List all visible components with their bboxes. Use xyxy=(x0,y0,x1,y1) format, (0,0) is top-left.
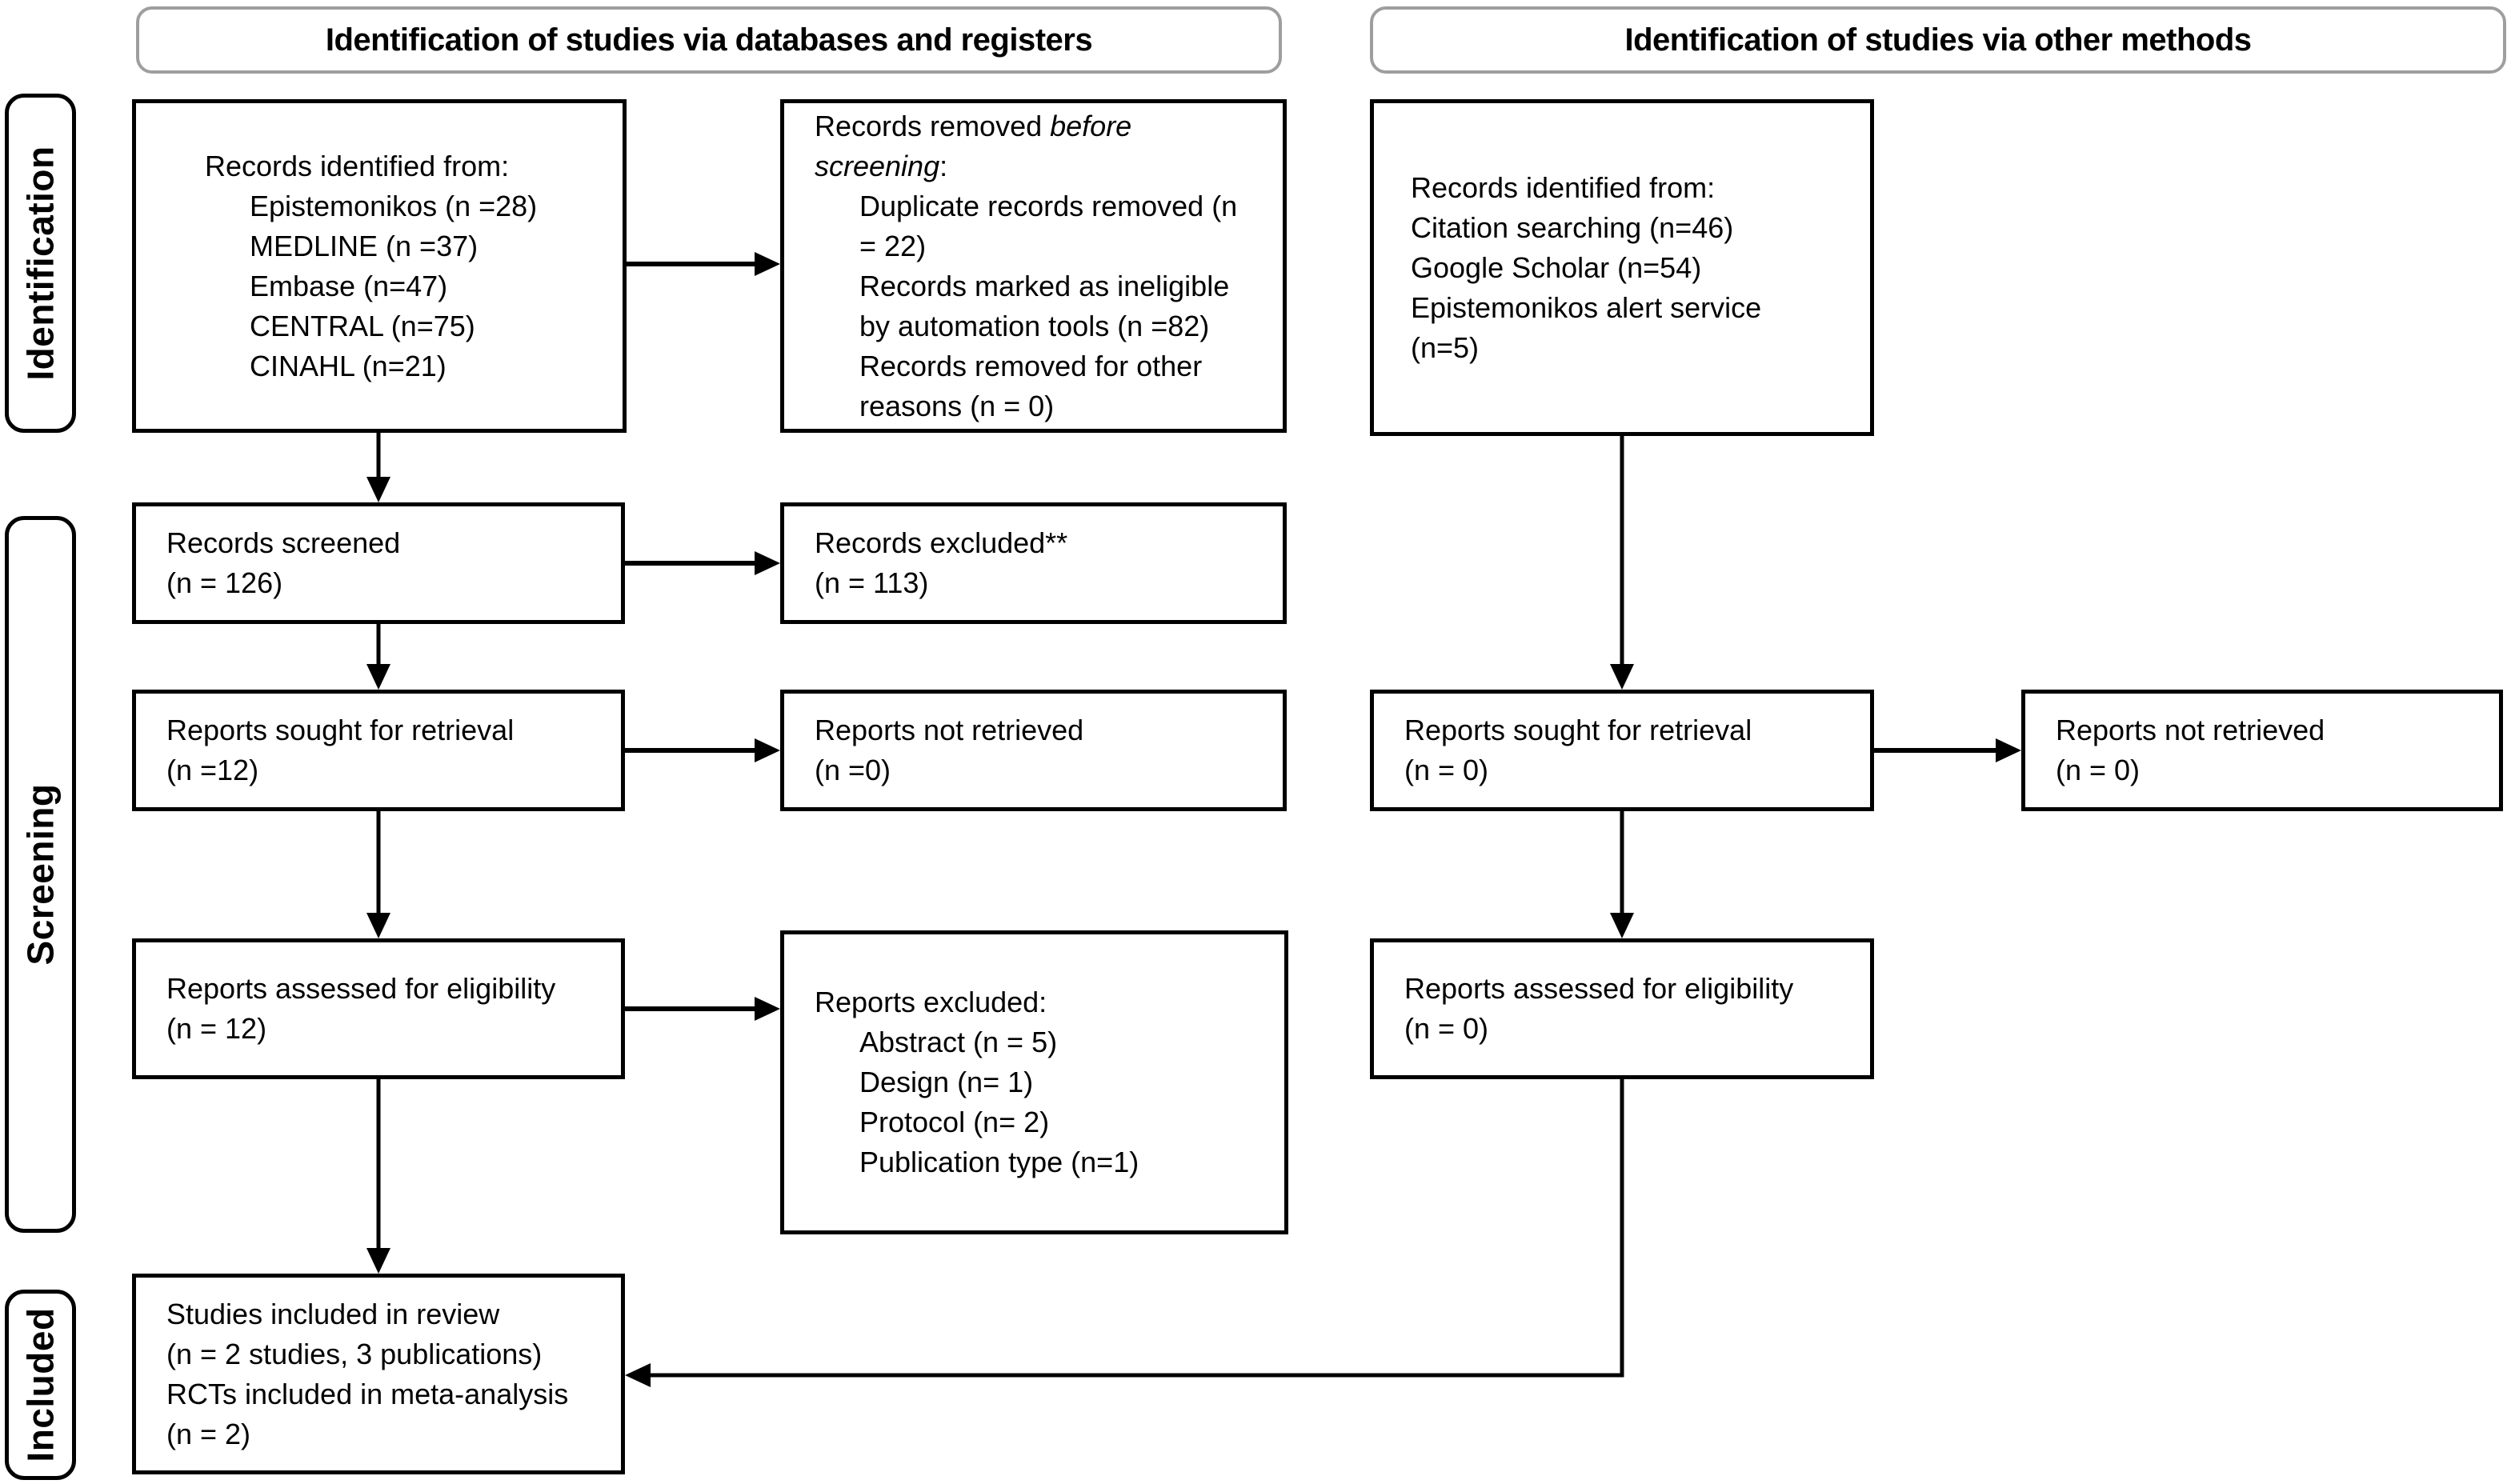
box-text-line: Citation searching (n=46) xyxy=(1411,210,1734,244)
box-text-line: (n = 0) xyxy=(1404,754,1489,786)
stage-label-included-text: Included xyxy=(19,1307,62,1462)
box-reports-assessed-other: Reports assessed for eligibility (n = 0) xyxy=(1370,938,1874,1079)
arrow-sought-to-not-retrieved-other xyxy=(1874,738,2021,762)
box-text-line: Reports sought for retrieval xyxy=(1404,714,1752,746)
stage-label-identification-text: Identification xyxy=(19,146,62,381)
box-records-screened: Records screened (n = 126) xyxy=(132,502,625,624)
stage-label-identification: Identification xyxy=(5,94,76,433)
box-text-line: screening: xyxy=(815,149,948,182)
box-text-line: (n =0) xyxy=(815,754,891,786)
arrow-screened-to-excluded xyxy=(625,551,780,575)
box-records-identified-other: Records identified from: Citation searchi… xyxy=(1370,99,1874,436)
arrow-sought-to-assessed-other xyxy=(1610,811,1634,938)
arrow-sought-to-assessed-databases xyxy=(366,811,390,938)
arrow-identified-to-removed xyxy=(627,252,780,276)
box-text-line: Records identified from: xyxy=(1411,170,1716,204)
box-text-line: (n = 113) xyxy=(815,566,929,599)
box-reports-not-retrieved-other: Reports not retrieved (n = 0) xyxy=(2021,690,2503,811)
box-text-line: Publication type (n=1) xyxy=(859,1146,1139,1178)
box-text-line: Embase (n=47) xyxy=(250,269,448,302)
box-reports-excluded: Reports excluded: Abstract (n = 5) Design … xyxy=(780,930,1288,1234)
arrow-sought-to-not-retrieved-databases xyxy=(625,738,780,762)
column-header-databases-registers: Identification of studies via databases … xyxy=(136,6,1282,74)
box-text-line: (n = 12) xyxy=(166,1012,267,1045)
box-text-line: (n = 126) xyxy=(166,566,283,599)
arrow-assessed-to-included xyxy=(366,1079,390,1274)
arrow-assessed-to-reports-excluded xyxy=(625,997,780,1021)
stage-label-screening-text: Screening xyxy=(19,783,62,966)
box-text-line: Reports assessed for eligibility xyxy=(166,972,556,1005)
box-text-line: Reports excluded: xyxy=(815,986,1047,1018)
box-reports-assessed-databases: Reports assessed for eligibility (n = 12) xyxy=(132,938,625,1079)
box-text-line: Records removed for other xyxy=(859,349,1203,382)
box-text-line: = 22) xyxy=(859,229,927,262)
box-text-line: reasons (n = 0) xyxy=(859,389,1055,422)
stage-label-included: Included xyxy=(5,1290,76,1480)
box-text-line: Records identified from: xyxy=(205,149,510,182)
box-text-line: Reports sought for retrieval xyxy=(166,714,515,746)
box-text-line: Design (n= 1) xyxy=(859,1066,1034,1098)
box-records-identified-databases: Records identified from: Epistemonikos (n… xyxy=(132,99,627,433)
box-text-line: (n = 0) xyxy=(1404,1012,1489,1045)
box-text-line: (n = 2) xyxy=(166,1417,251,1450)
box-text-line: (n = 0) xyxy=(2056,754,2141,786)
box-reports-sought-other: Reports sought for retrieval (n = 0) xyxy=(1370,690,1874,811)
box-text-line: (n =12) xyxy=(166,754,259,786)
box-reports-sought-databases: Reports sought for retrieval (n =12) xyxy=(132,690,625,811)
box-text-line: Reports not retrieved xyxy=(2056,714,2325,746)
box-text-line: Abstract (n = 5) xyxy=(859,1026,1058,1058)
box-text-line: Records screened xyxy=(166,526,401,559)
box-records-removed-before-screening: Records removed before screening: Duplicat… xyxy=(780,99,1287,433)
box-text-line: Records excluded** xyxy=(815,526,1068,559)
box-text-line: Studies included in review xyxy=(166,1297,500,1330)
box-text-line: CENTRAL (n=75) xyxy=(250,309,475,342)
arrow-identified-other-to-sought xyxy=(1610,436,1634,690)
box-records-excluded: Records excluded** (n = 113) xyxy=(780,502,1287,624)
box-text-line: Reports assessed for eligibility xyxy=(1404,972,1794,1005)
box-text-line: (n = 2 studies, 3 publications) xyxy=(166,1337,543,1370)
box-text-line: RCTs included in meta-analysis xyxy=(166,1377,569,1410)
box-text-line: Google Scholar (n=54) xyxy=(1411,250,1702,284)
box-text-line: Reports not retrieved xyxy=(815,714,1084,746)
arrow-screened-to-sought xyxy=(366,624,390,690)
box-text-line: Duplicate records removed (n xyxy=(859,189,1238,222)
box-reports-not-retrieved-databases: Reports not retrieved (n =0) xyxy=(780,690,1287,811)
box-text-line: MEDLINE (n =37) xyxy=(250,229,479,262)
box-text-line: Epistemonikos (n =28) xyxy=(250,189,538,222)
box-text-line: by automation tools (n =82) xyxy=(859,309,1210,342)
box-text-line: Epistemonikos alert service xyxy=(1411,290,1762,324)
box-text-line: CINAHL (n=21) xyxy=(250,349,447,382)
box-text-line: Records marked as ineligible xyxy=(859,269,1230,302)
box-text-line: Records removed before xyxy=(815,109,1132,142)
box-text-line: Protocol (n= 2) xyxy=(859,1106,1050,1138)
box-studies-included: Studies included in review (n = 2 studies… xyxy=(132,1274,625,1474)
column-header-other-methods: Identification of studies via other meth… xyxy=(1370,6,2506,74)
box-text-line: (n=5) xyxy=(1411,330,1480,364)
arrow-identified-to-screened xyxy=(366,433,390,502)
stage-label-screening: Screening xyxy=(5,516,76,1233)
